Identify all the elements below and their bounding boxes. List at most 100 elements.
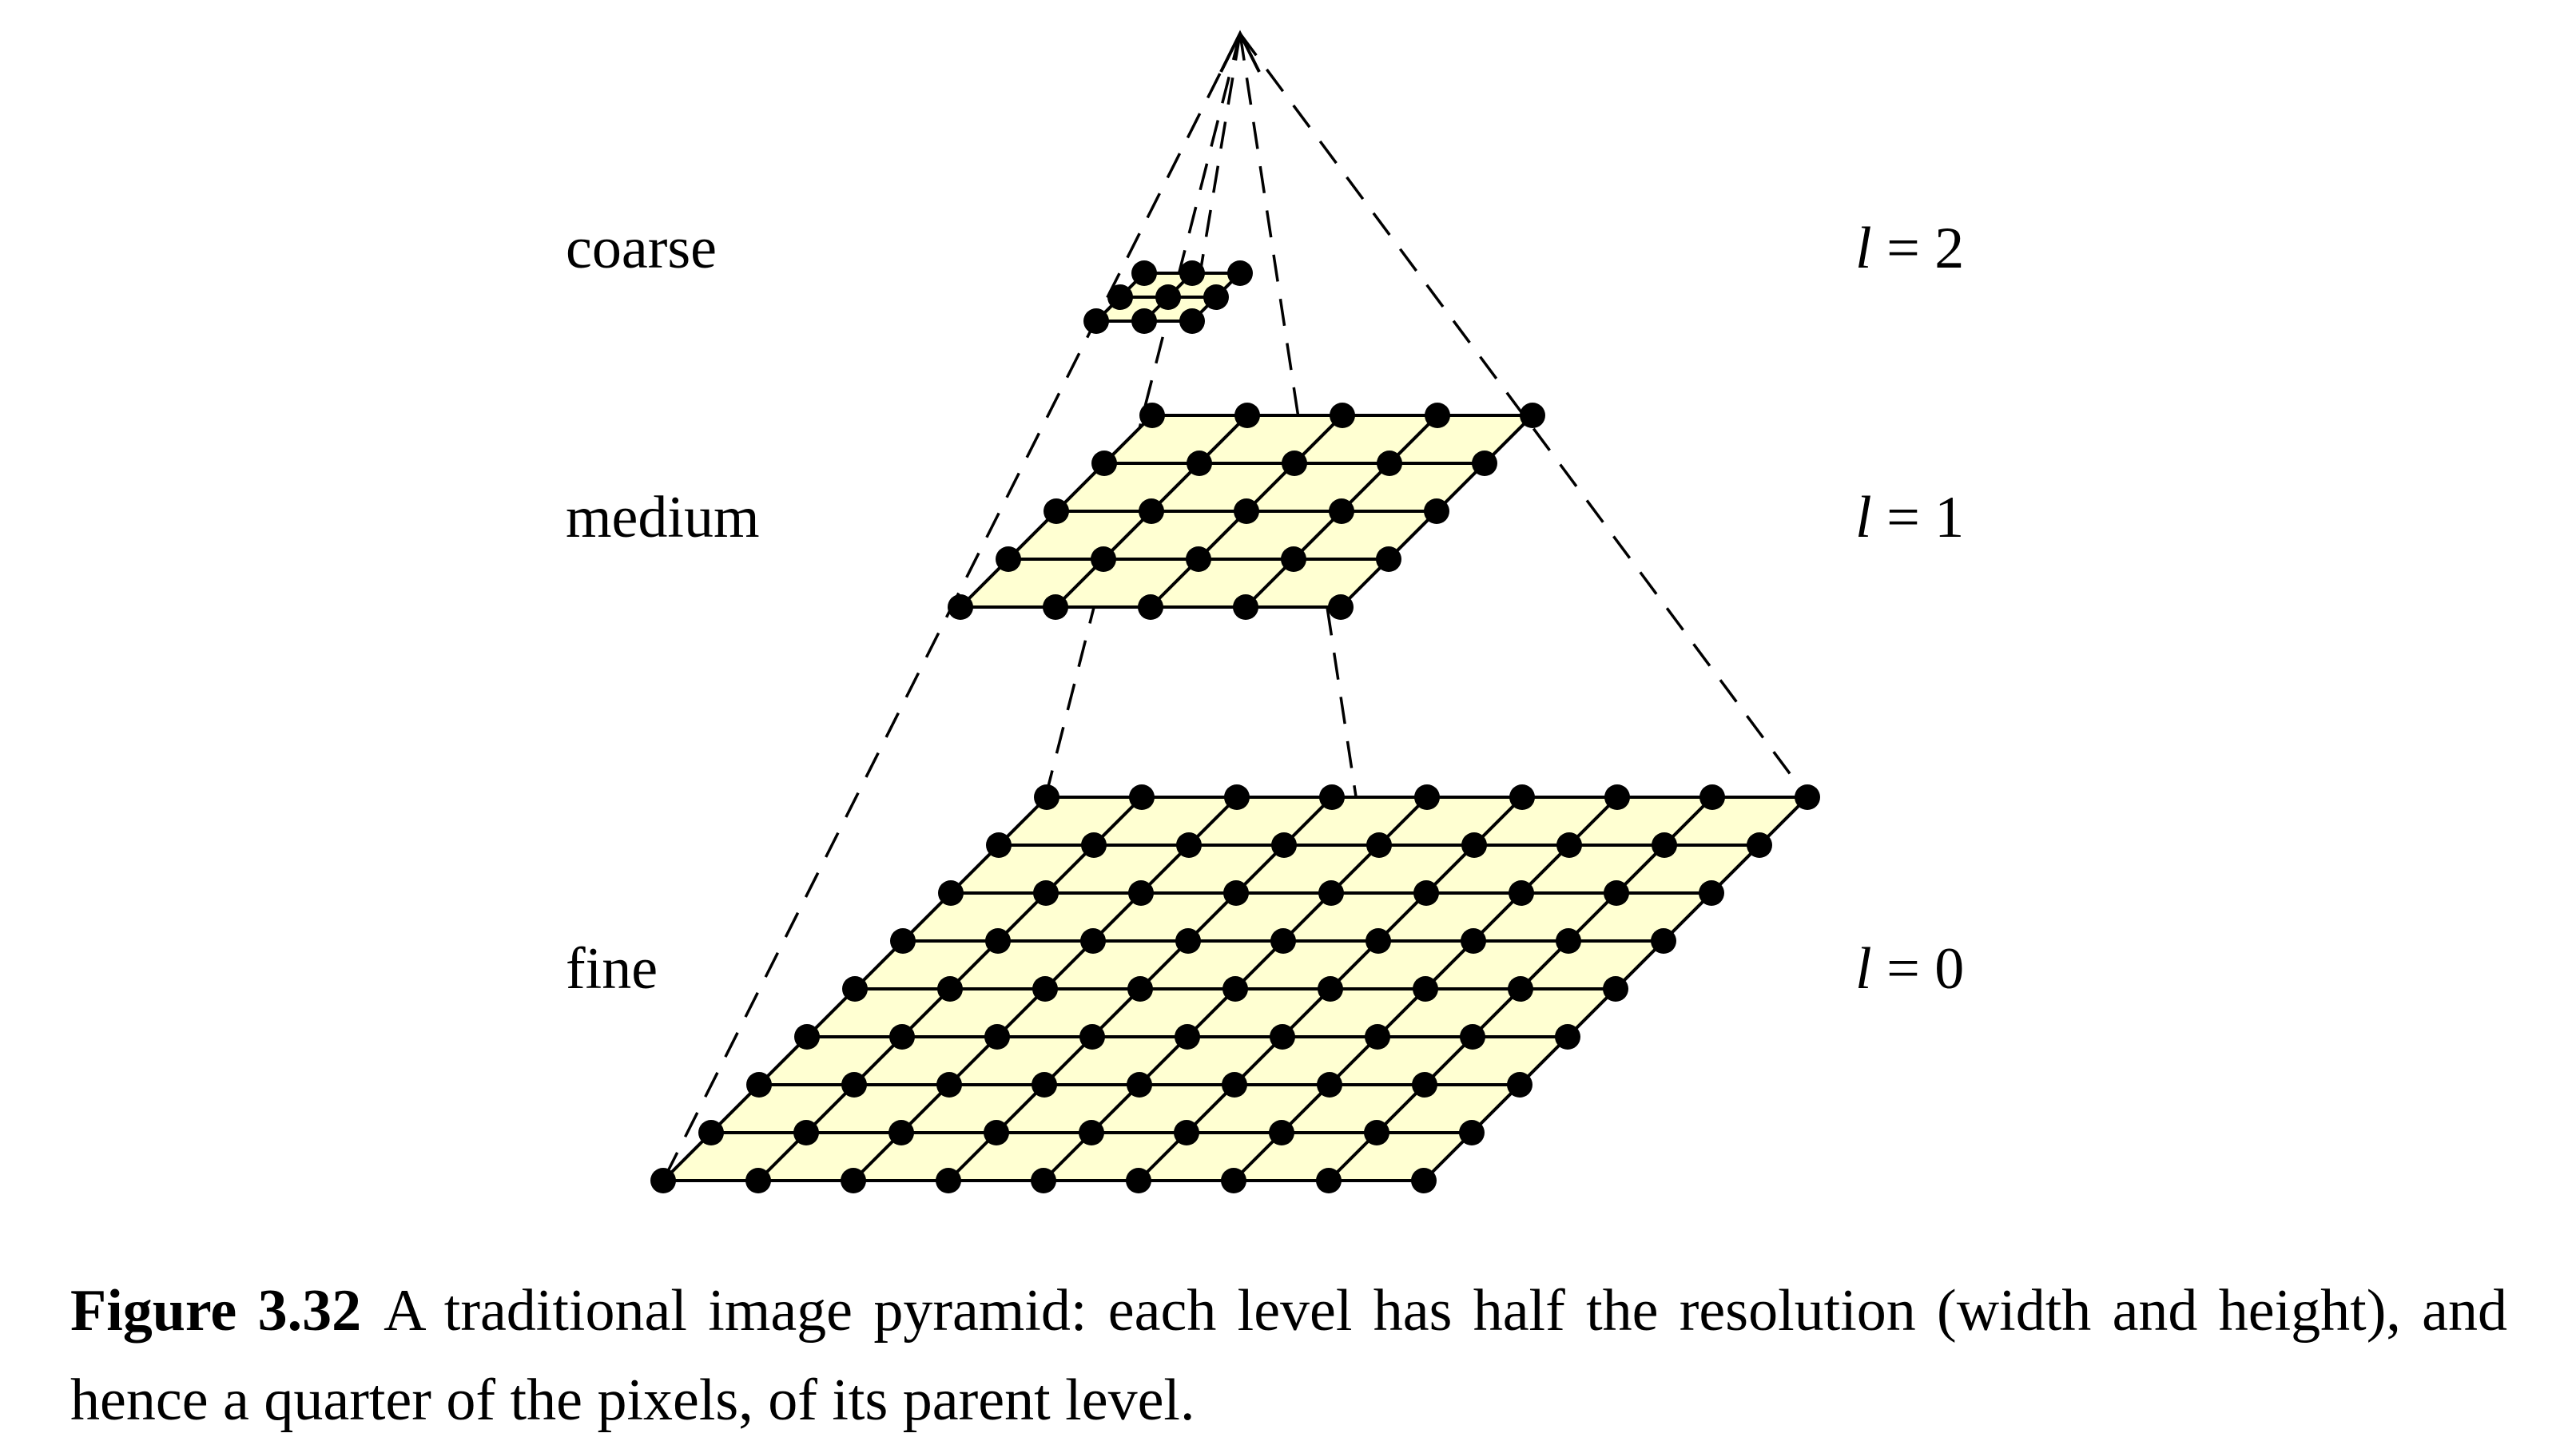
- grid-node: [1083, 308, 1109, 334]
- grid-node: [1604, 880, 1629, 906]
- grid-node: [1186, 546, 1211, 572]
- grid-node: [1414, 784, 1440, 810]
- grid-node: [1281, 546, 1306, 572]
- grid-node: [1233, 594, 1258, 620]
- grid-node: [986, 832, 1012, 858]
- level-index-1: l = 1: [1855, 485, 1964, 550]
- grid-node: [1174, 1120, 1199, 1145]
- grid-node: [996, 546, 1021, 572]
- grid-node: [650, 1168, 676, 1193]
- grid-node: [1179, 308, 1205, 334]
- grid-node: [794, 1024, 820, 1050]
- grid-node: [1461, 832, 1487, 858]
- grid-node: [1176, 832, 1202, 858]
- grid-node: [1699, 880, 1724, 906]
- grid-node: [1079, 1120, 1104, 1145]
- level-label-fine: fine: [566, 936, 658, 1002]
- grid-node: [984, 1024, 1010, 1050]
- grid-node: [1138, 594, 1163, 620]
- grid-node: [1508, 976, 1533, 1002]
- grid-node: [1224, 784, 1250, 810]
- grid-node: [1091, 546, 1116, 572]
- grid-node: [1222, 976, 1248, 1002]
- grid-node: [889, 1024, 915, 1050]
- grid-node: [1411, 1168, 1437, 1193]
- grid-node: [1329, 498, 1354, 524]
- grid-node: [1603, 976, 1628, 1002]
- grid-node: [1139, 403, 1165, 428]
- grid-medium: [948, 403, 1545, 620]
- grid-node: [936, 1072, 962, 1098]
- grid-node: [1366, 832, 1392, 858]
- grid-node: [936, 1168, 961, 1193]
- grid-node: [1223, 880, 1249, 906]
- grid-node: [1651, 928, 1676, 954]
- grid-node: [948, 594, 973, 620]
- grid-node: [1413, 880, 1439, 906]
- grid-coarse: [1083, 260, 1253, 334]
- grid-node: [1555, 1024, 1580, 1050]
- grid-node: [1269, 1120, 1294, 1145]
- apex-arrowhead: [1219, 30, 1261, 73]
- grid-node: [1043, 594, 1068, 620]
- grid-node: [1520, 403, 1545, 428]
- grid-node: [1175, 928, 1201, 954]
- grid-node: [793, 1120, 819, 1145]
- grid-node: [1509, 784, 1535, 810]
- grid-node: [1107, 284, 1133, 310]
- grid-node: [1556, 832, 1582, 858]
- grid-node: [1509, 880, 1534, 906]
- grid-node: [1747, 832, 1772, 858]
- grid-node: [1364, 1120, 1389, 1145]
- grid-node: [1155, 284, 1181, 310]
- figure-label: Figure 3.32: [70, 1278, 362, 1344]
- pyramid-levels: [650, 260, 1820, 1193]
- grid-node: [1556, 928, 1581, 954]
- grid-node: [841, 1072, 867, 1098]
- grid-node: [1282, 451, 1307, 476]
- grid-node: [1652, 832, 1677, 858]
- grid-node: [1222, 1072, 1247, 1098]
- grid-node: [841, 1168, 866, 1193]
- grid-node: [1127, 976, 1153, 1002]
- grid-node: [1221, 1168, 1246, 1193]
- grid-node: [698, 1120, 724, 1145]
- grid-node: [1507, 1072, 1532, 1098]
- grid-node: [1472, 451, 1497, 476]
- grid-node: [888, 1120, 914, 1145]
- grid-node: [1317, 1072, 1342, 1098]
- grid-node: [1203, 284, 1229, 310]
- grid-node: [1139, 498, 1164, 524]
- grid-node: [1376, 546, 1401, 572]
- grid-node: [746, 1072, 772, 1098]
- grid-node: [1032, 976, 1058, 1002]
- grid-node: [937, 976, 963, 1002]
- grid-node: [1316, 1168, 1342, 1193]
- grid-node: [1091, 451, 1117, 476]
- grid-node: [1127, 1072, 1152, 1098]
- grid-node: [1270, 928, 1296, 954]
- grid-node: [1412, 1072, 1437, 1098]
- level-index-0: l = 0: [1855, 936, 1964, 1002]
- grid-node: [1131, 308, 1157, 334]
- grid-node: [1330, 403, 1355, 428]
- grid-node: [890, 928, 916, 954]
- grid-fine: [650, 784, 1820, 1193]
- dash-right: [1238, 32, 1809, 799]
- grid-node: [1365, 1024, 1390, 1050]
- grid-node: [1271, 832, 1297, 858]
- grid-node: [1377, 451, 1402, 476]
- grid-node: [1328, 594, 1354, 620]
- grid-node: [1270, 1024, 1295, 1050]
- level-label-coarse: coarse: [566, 216, 717, 281]
- grid-node: [1795, 784, 1820, 810]
- grid-node: [1413, 976, 1438, 1002]
- grid-node: [1234, 403, 1260, 428]
- grid-node: [1234, 498, 1259, 524]
- grid-node: [1081, 832, 1107, 858]
- grid-node: [1129, 784, 1155, 810]
- grid-node: [1227, 260, 1253, 286]
- grid-node: [1128, 880, 1154, 906]
